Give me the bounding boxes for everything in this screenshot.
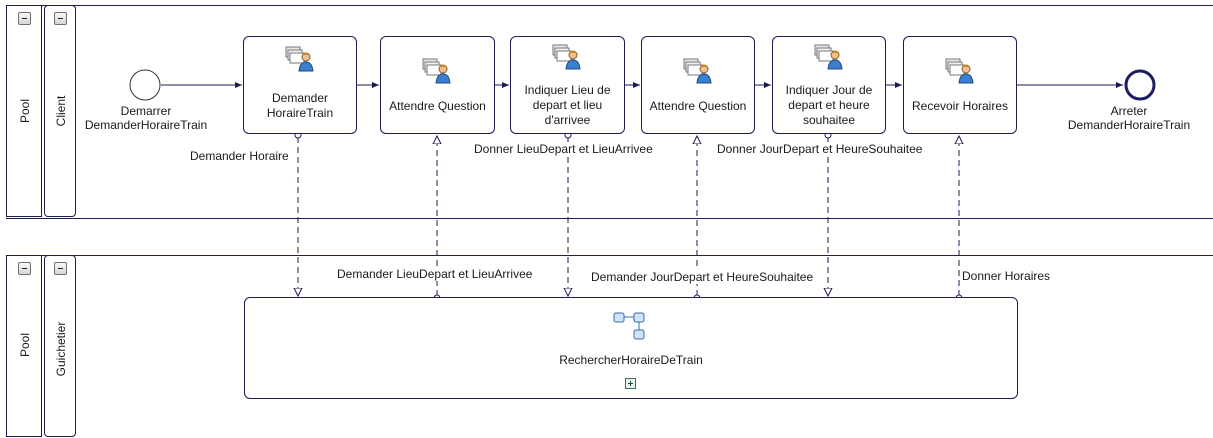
pool-client [6,5,1213,219]
collapse-lane-guichetier-icon[interactable] [54,262,67,275]
end-event-label: Arreter DemanderHoraireTrain [1067,104,1191,132]
pool-header-top: Pool [6,5,42,217]
user-task-icon [285,46,314,72]
msg-label-donner-lieu: Donner LieuDepart et LieuArrivee [474,142,653,156]
subprocess-icon [613,312,645,340]
user-task-icon [683,58,712,84]
user-task-icon [552,44,581,70]
subprocess-rechercher-horaire[interactable]: RechercherHoraireDeTrain [244,297,1018,399]
task-indiquer-lieu[interactable]: Indiquer Lieu de depart et lieu d'arrive… [510,36,625,134]
pool-guichetier [6,255,1213,438]
msg-label-donner-jour: Donner JourDepart et HeureSouhaitee [717,142,923,156]
task-label: Indiquer Lieu de depart et lieu d'arrive… [524,83,611,127]
user-task-icon [945,58,974,84]
task-attendre-question-2[interactable]: Attendre Question [641,36,755,134]
msg-label-demander-lieu: Demander LieuDepart et LieuArrivee [337,267,533,281]
task-demander-horairetrain[interactable]: Demander HoraireTrain [243,36,357,134]
collapse-pool-top-icon[interactable] [18,12,31,25]
message-flows [298,136,959,296]
task-attendre-question-1[interactable]: Attendre Question [380,36,495,134]
msg-label-donner-horaires: Donner Horaires [962,269,1051,283]
user-task-icon [814,44,843,70]
user-task-icon [422,58,451,84]
task-indiquer-jour[interactable]: Indiquer Jour de depart et heure souhait… [772,36,886,134]
expand-plus-icon[interactable] [625,378,636,389]
start-event [129,69,161,101]
start-event-label: Demarrer DemanderHoraireTrain [84,104,208,132]
lane-header-client: Client [44,5,76,217]
collapse-lane-client-icon[interactable] [54,12,67,25]
task-recevoir-horaires[interactable]: Recevoir Horaires [903,36,1017,134]
msg-label-demander-horaire: Demander Horaire [190,149,289,163]
pool-header-bottom: Pool [6,255,42,437]
msg-label-demander-jour: Demander JourDepart et HeureSouhaitee [591,270,814,284]
task-label: Attendre Question [389,99,486,113]
task-label: Recevoir Horaires [911,99,1009,113]
task-label: Demander HoraireTrain [266,91,334,120]
subprocess-label: RechercherHoraireDeTrain [559,353,703,367]
collapse-pool-bottom-icon[interactable] [18,262,31,275]
task-label: Attendre Question [649,99,747,113]
lane-header-guichetier: Guichetier [44,255,76,437]
end-event [1124,69,1156,101]
task-label: Indiquer Jour de depart et heure souhait… [785,83,873,127]
